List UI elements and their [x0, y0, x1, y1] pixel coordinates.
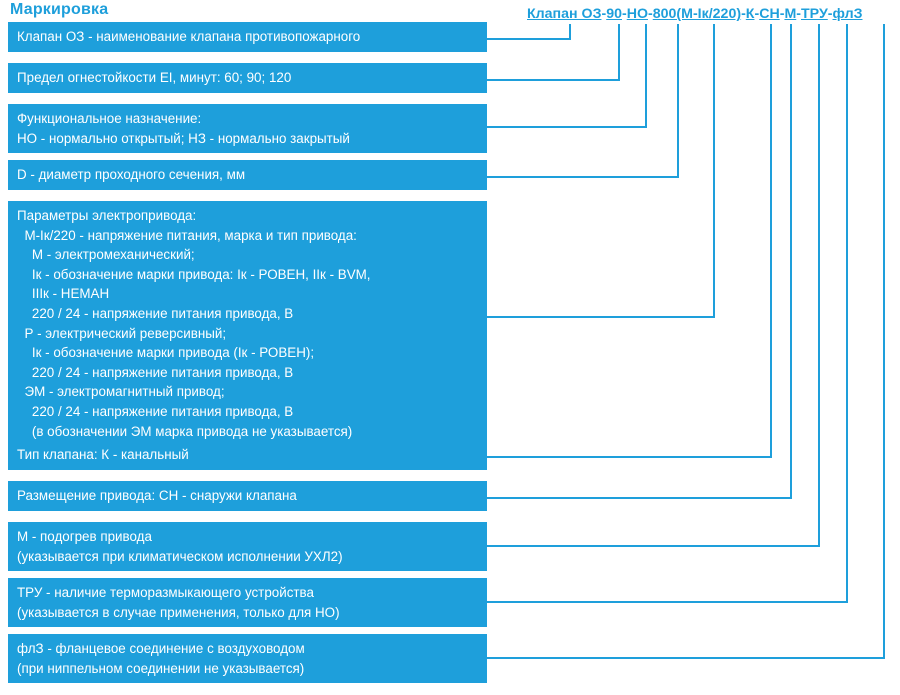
- leader-line-h-7: [487, 545, 820, 547]
- leader-line-v-9: [883, 24, 885, 659]
- leader-line-h-0: [487, 38, 571, 40]
- leader-line-h-9: [487, 657, 885, 659]
- formula-segment: СН: [759, 6, 780, 22]
- legend-box-functional-purpose: Функциональное назначение: НО - нормально…: [8, 104, 487, 154]
- formula-separator: -: [741, 6, 746, 22]
- legend-box-fire-resistance: Предел огнестойкости EI, минут: 60; 90; …: [8, 63, 487, 93]
- leader-line-h-8: [487, 601, 848, 603]
- legend-line: НО - нормально открытый; НЗ - нормально …: [17, 130, 350, 146]
- legend-line: М - подогрев привода: [17, 529, 152, 544]
- legend-box-drive-heating: М - подогрев привода (указывается при кли…: [8, 522, 487, 572]
- leader-line-v-8: [846, 24, 848, 603]
- leader-line-h-1: [487, 79, 620, 81]
- leader-line-v-4: [713, 24, 715, 318]
- formula-segment: Клапан ОЗ: [527, 6, 602, 22]
- formula-segment: К: [745, 6, 755, 22]
- legend-box-valve-name: Клапан ОЗ - наименование клапана противо…: [8, 22, 487, 52]
- leader-line-v-1: [618, 24, 620, 81]
- legend-box-valve-type: Тип клапана: К - канальный: [8, 440, 487, 470]
- leader-line-h-5: [487, 456, 772, 458]
- legend-line: (в обозначении ЭМ марка привода не указы…: [17, 423, 353, 439]
- leader-line-h-2: [487, 126, 647, 128]
- legend-line: Р - электрический реверсивный;: [17, 325, 227, 341]
- formula-separator: -: [601, 6, 607, 22]
- leader-line-v-6: [790, 24, 792, 499]
- page-title: Маркировка: [10, 1, 109, 18]
- formula-separator: -: [779, 6, 785, 22]
- formula-segment: М: [784, 6, 797, 22]
- leader-line-v-7: [818, 24, 820, 547]
- legend-line: IIIк - НЕМАН: [17, 286, 110, 302]
- leader-line-h-6: [487, 497, 792, 499]
- leader-line-h-4: [487, 316, 715, 318]
- legend-line: 220 / 24 - напряжение питания привода, В: [17, 305, 294, 321]
- legend-line: Клапан ОЗ - наименование клапана противо…: [17, 29, 361, 44]
- legend-line: Параметры электропривода:: [17, 208, 197, 223]
- leader-line-v-0: [569, 24, 571, 40]
- formula-segment: ТРУ: [801, 6, 828, 22]
- legend-box-flange-connection: флЗ - фланцевое соединение с воздуховодо…: [8, 634, 487, 684]
- legend-line: Iк - обозначение марки привода (Iк - РОВ…: [17, 345, 315, 361]
- legend-line: (при ниппельном соединении не указываетс…: [17, 660, 305, 676]
- legend-line: М - электромеханический;: [17, 247, 195, 263]
- legend-line: Размещение привода: СН - снаружи клапана: [17, 488, 297, 503]
- legend-line: 220 / 24 - напряжение питания привода, В: [17, 403, 294, 419]
- legend-line: Iк - обозначение марки привода: Iк - РОВ…: [17, 266, 371, 282]
- formula-separator: -: [648, 6, 653, 22]
- legend-line: М-Iк/220 - напряжение питания, марка и т…: [17, 227, 357, 243]
- legend-box-drive-parameters: Параметры электропривода: М-Iк/220 - нап…: [8, 201, 487, 447]
- legend-box-drive-placement: Размещение привода: СН - снаружи клапана: [8, 481, 487, 511]
- legend-line: Предел огнестойкости EI, минут: 60; 90; …: [17, 70, 292, 85]
- legend-line: ЭМ - электромагнитный привод;: [17, 384, 225, 400]
- leader-line-v-3: [677, 24, 679, 178]
- formula-separator: -: [754, 6, 760, 22]
- legend-line: 220 / 24 - напряжение питания привода, В: [17, 364, 294, 380]
- leader-line-v-2: [645, 24, 647, 128]
- legend-box-thermal-device: ТРУ - наличие терморазмыкающего устройст…: [8, 578, 487, 628]
- formula-segment: 800(М-Iк/220): [652, 6, 742, 22]
- leader-line-h-3: [487, 176, 679, 178]
- legend-line: ТРУ - наличие терморазмыкающего устройст…: [17, 585, 314, 600]
- legend-line: D - диаметр проходного сечения, мм: [17, 167, 246, 182]
- legend-line: флЗ - фланцевое соединение с воздуховодо…: [17, 641, 305, 656]
- formula-separator: -: [621, 6, 627, 22]
- designation-formula: Клапан ОЗ-90-НО-800(М-Iк/220)-К-СН-М-ТРУ…: [527, 6, 862, 23]
- leader-line-v-5: [770, 24, 772, 458]
- formula-segment: НО: [626, 6, 648, 22]
- formula-separator: -: [796, 6, 801, 22]
- legend-line: (указывается в случае применения, только…: [17, 604, 340, 620]
- formula-segment: флЗ: [832, 6, 863, 22]
- legend-line: (указывается при климатическом исполнени…: [17, 548, 343, 564]
- formula-separator: -: [827, 6, 833, 22]
- legend-box-diameter: D - диаметр проходного сечения, мм: [8, 160, 487, 190]
- legend-line: Тип клапана: К - канальный: [17, 447, 189, 462]
- formula-segment: 90: [606, 6, 622, 22]
- legend-line: Функциональное назначение:: [17, 111, 202, 126]
